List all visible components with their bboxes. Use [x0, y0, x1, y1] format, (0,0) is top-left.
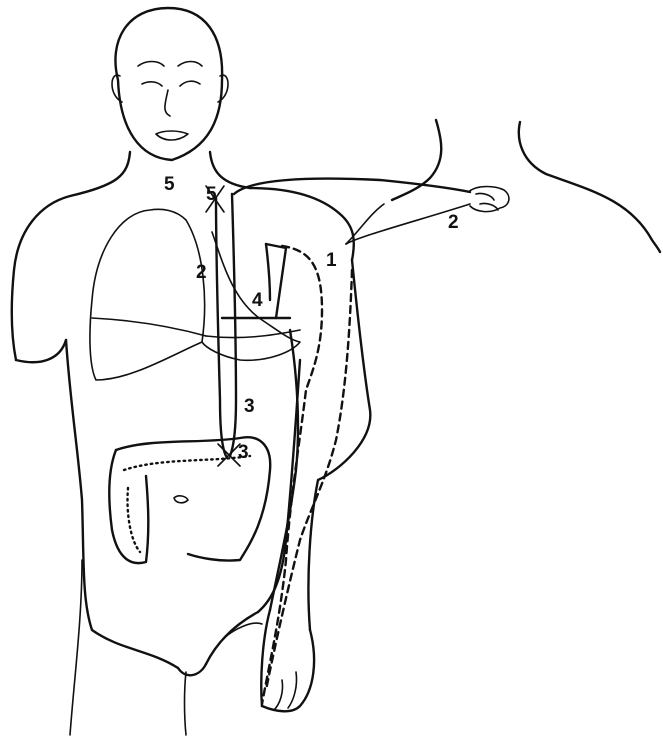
meridian-lines — [206, 179, 509, 704]
lungs — [90, 209, 300, 380]
head — [112, 8, 228, 160]
label-2-hand: 2 — [448, 212, 459, 233]
label-3-upper: 3 — [244, 396, 255, 417]
label-2-chest: 2 — [196, 262, 207, 283]
label-3-lower: 3 — [238, 442, 249, 463]
label-4: 4 — [252, 290, 263, 311]
other-shoulder — [346, 120, 660, 252]
labels: 1 2 2 3 3 4 5 5 — [164, 174, 459, 463]
label-5-neck: 5 — [164, 174, 175, 195]
label-1: 1 — [326, 250, 337, 271]
label-5-throat: 5 — [206, 184, 217, 205]
